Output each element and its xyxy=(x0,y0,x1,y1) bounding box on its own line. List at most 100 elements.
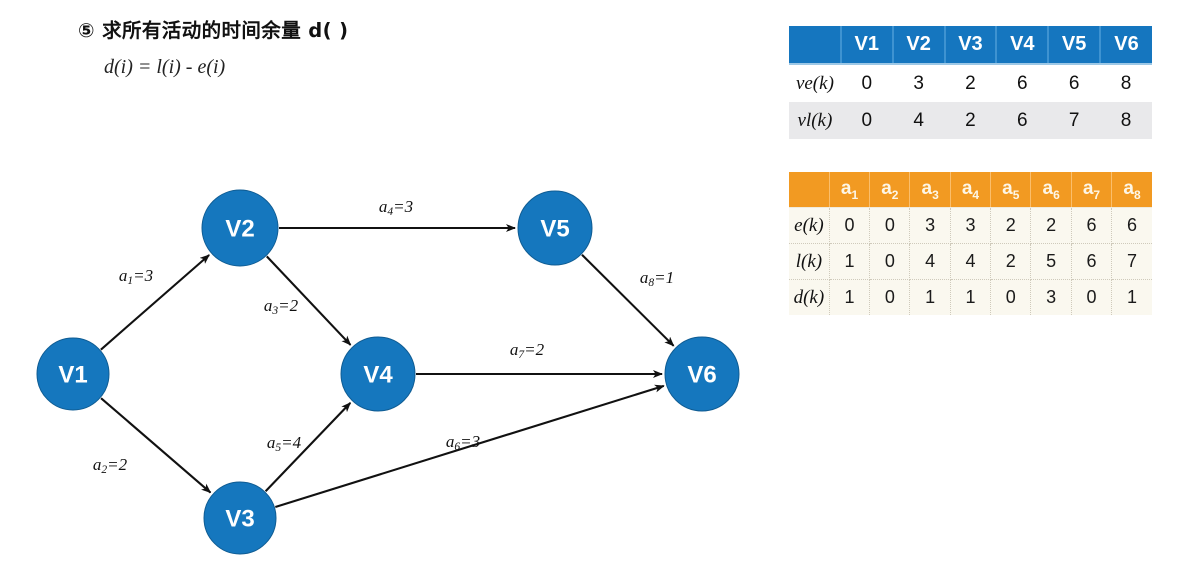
row-header-dk: d(k) xyxy=(789,279,830,315)
cell-vek-V2: 3 xyxy=(892,64,945,102)
cell-vek-V4: 6 xyxy=(996,64,1049,102)
table-corner-cell xyxy=(789,172,830,208)
node-circle-V1[interactable] xyxy=(36,337,110,411)
cell-dk-a5: 0 xyxy=(990,279,1032,315)
cell-vek-V3: 2 xyxy=(944,64,997,102)
cell-lk-a7: 6 xyxy=(1071,243,1113,280)
edge-labels-group: a1=3 a2=2 a3=2 a4=3 a5=4 a6=3 a7=2 a8=1 xyxy=(93,197,674,476)
cell-vlk-V4: 6 xyxy=(996,102,1049,139)
node-circle-V3[interactable] xyxy=(203,481,277,555)
edge-label-a1: a1=3 xyxy=(119,266,153,287)
node-V5[interactable]: V5 xyxy=(517,190,593,266)
row-header-vlk: vl(k) xyxy=(789,102,841,139)
cell-vek-V1: 0 xyxy=(840,64,893,102)
node-V1[interactable]: V1 xyxy=(36,337,110,411)
edge-a3 xyxy=(266,255,352,346)
cell-dk-a4: 1 xyxy=(950,279,992,315)
cell-vlk-V6: 8 xyxy=(1100,102,1152,139)
edge-label-a3: a3=2 xyxy=(264,296,299,317)
cell-dk-a7: 0 xyxy=(1071,279,1113,315)
node-label-V3: V3 xyxy=(225,506,254,533)
cell-ek-a4: 3 xyxy=(950,207,992,244)
node-circle-V4[interactable] xyxy=(340,336,416,412)
edge-a2 xyxy=(100,397,212,494)
node-circle-V6[interactable] xyxy=(664,336,740,412)
edge-label-a7: a7=2 xyxy=(510,340,545,361)
edge-label-a6: a6=3 xyxy=(446,432,480,453)
node-V3[interactable]: V3 xyxy=(203,481,277,555)
col-header-V6: V6 xyxy=(1100,26,1152,65)
edge-a8 xyxy=(581,254,675,347)
edge-a1 xyxy=(100,254,210,351)
col-header-a7: a7 xyxy=(1071,172,1113,208)
cell-vek-V5: 6 xyxy=(1048,64,1101,102)
edge-a6 xyxy=(275,384,665,508)
cell-dk-a1: 1 xyxy=(829,279,871,315)
col-header-V1: V1 xyxy=(840,26,894,65)
cell-ek-a2: 0 xyxy=(869,207,911,244)
formula-text: d(i) = l(i) - e(i) xyxy=(104,56,226,78)
edge-label-a5: a5=4 xyxy=(267,433,302,454)
cell-dk-a2: 0 xyxy=(869,279,911,315)
edge-label-a2: a2=2 xyxy=(93,455,128,476)
cell-lk-a3: 4 xyxy=(909,243,951,280)
cell-ek-a5: 2 xyxy=(990,207,1032,244)
cell-lk-a6: 5 xyxy=(1030,243,1072,280)
col-header-a8: a8 xyxy=(1111,172,1152,208)
cell-ek-a1: 0 xyxy=(829,207,871,244)
col-header-V4: V4 xyxy=(996,26,1050,65)
node-V2[interactable]: V2 xyxy=(201,189,279,267)
col-header-a3: a3 xyxy=(909,172,951,208)
cell-ek-a3: 3 xyxy=(909,207,951,244)
cell-lk-a5: 2 xyxy=(990,243,1032,280)
node-V4[interactable]: V4 xyxy=(340,336,416,412)
cell-vlk-V3: 2 xyxy=(944,102,997,139)
cell-dk-a6: 3 xyxy=(1030,279,1072,315)
edge-a5 xyxy=(264,402,352,493)
cell-vek-V6: 8 xyxy=(1100,64,1152,102)
edge-label-a8: a8=1 xyxy=(640,268,674,289)
node-circle-V2[interactable] xyxy=(201,189,279,267)
node-V6[interactable]: V6 xyxy=(664,336,740,412)
node-label-V6: V6 xyxy=(687,362,716,389)
row-header-ek: e(k) xyxy=(789,207,830,244)
col-header-a1: a1 xyxy=(829,172,871,208)
node-label-V1: V1 xyxy=(58,362,87,389)
col-header-a2: a2 xyxy=(869,172,911,208)
cell-lk-a8: 7 xyxy=(1111,243,1152,280)
col-header-V5: V5 xyxy=(1048,26,1102,65)
cell-vlk-V5: 7 xyxy=(1048,102,1101,139)
row-header-lk: l(k) xyxy=(789,243,830,280)
col-header-a5: a5 xyxy=(990,172,1032,208)
node-circle-V5[interactable] xyxy=(517,190,593,266)
page-title: ⑤ 求所有活动的时间余量 d( ) xyxy=(78,19,349,42)
node-label-V4: V4 xyxy=(363,362,393,389)
col-header-a6: a6 xyxy=(1030,172,1072,208)
cell-lk-a4: 4 xyxy=(950,243,992,280)
cell-ek-a8: 6 xyxy=(1111,207,1152,244)
row-header-vek: ve(k) xyxy=(789,64,841,102)
col-header-V3: V3 xyxy=(944,26,998,65)
edges-group xyxy=(100,224,675,508)
cell-dk-a8: 1 xyxy=(1111,279,1152,315)
edge-label-a4: a4=3 xyxy=(379,197,413,218)
node-label-V2: V2 xyxy=(225,216,254,243)
cell-ek-a6: 2 xyxy=(1030,207,1072,244)
cell-ek-a7: 6 xyxy=(1071,207,1113,244)
table-corner-cell xyxy=(789,26,842,65)
